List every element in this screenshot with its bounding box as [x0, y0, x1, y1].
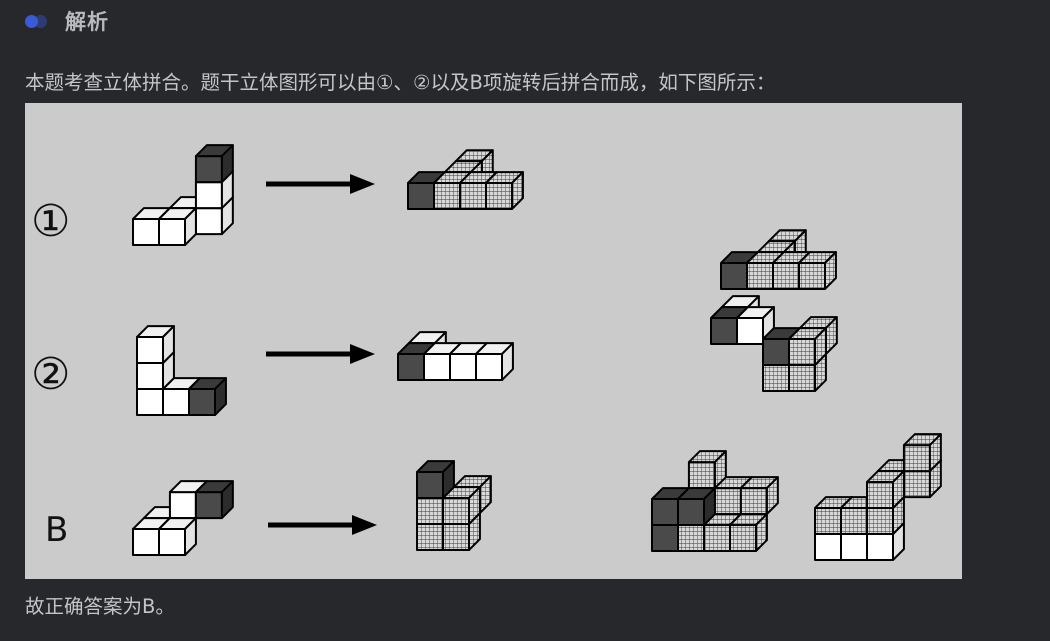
label-1: ① [31, 196, 70, 247]
explanation-text: 本题考查立体拼合。题干立体图形可以由①、②以及B项旋转后拼合而成，如下图所示： [25, 71, 776, 94]
conclusion-text: 故正确答案为B。 [25, 595, 175, 618]
assembly-top-piece [720, 229, 837, 290]
arrow-icon [266, 344, 375, 364]
assembly-mid-piece [710, 295, 775, 345]
cube-shapes [132, 144, 942, 561]
piece-2-cubes [136, 325, 227, 416]
piece-2-rotated [397, 331, 514, 381]
section-header: 解析 [25, 6, 109, 36]
arrow-icon [268, 515, 377, 535]
cube-figure: ① ② B [25, 103, 962, 579]
piece-1-cubes [132, 144, 234, 246]
label-b: B [45, 510, 68, 550]
assembled-shape-left [651, 450, 779, 552]
cube-diagram: ① ② B [31, 144, 942, 561]
assembly-low-piece [762, 316, 838, 392]
label-2: ② [31, 349, 70, 400]
section-title: 解析 [65, 10, 109, 34]
assembled-shape-right [814, 433, 942, 561]
piece-b-cubes [132, 480, 234, 556]
piece-1-rotated [407, 149, 524, 210]
toggle-dots-icon [25, 13, 55, 29]
arrow-icon [266, 174, 375, 194]
piece-b-rotated [416, 460, 492, 551]
